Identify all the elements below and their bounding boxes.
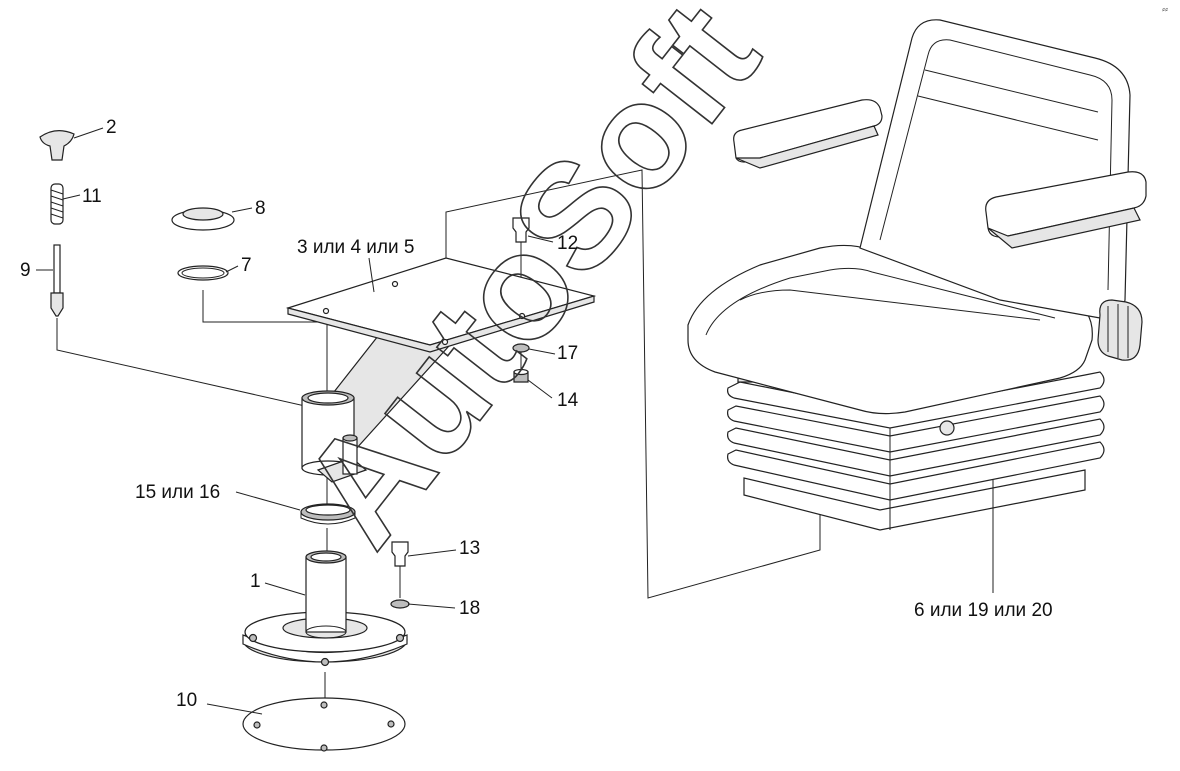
part-3-plate-bracket <box>285 257 597 483</box>
callout-3: 3 или 4 или 5 <box>297 237 414 258</box>
callout-6: 6 или 19 или 20 <box>914 600 1053 621</box>
part-1-column-base <box>242 550 408 667</box>
callout-7: 7 <box>241 255 252 276</box>
part-9-pin <box>50 244 64 317</box>
part-17-washer <box>512 343 530 353</box>
callout-10: 10 <box>176 690 197 711</box>
part-13-bolt <box>391 541 409 567</box>
part-7-snap-ring <box>177 265 229 281</box>
part-8-cap <box>171 207 235 231</box>
callout-labels: 2 11 9 8 7 3 или 4 или 5 12 17 14 15 или… <box>20 117 1053 711</box>
part-18-washer <box>390 599 410 609</box>
callout-15: 15 или 16 <box>135 482 220 503</box>
part-6-seat <box>687 19 1147 531</box>
leader-lines <box>36 127 994 715</box>
corner-mark: ⸗⸗ <box>1162 5 1168 15</box>
part-14-nut <box>513 368 529 383</box>
callout-12: 12 <box>557 233 578 254</box>
part-15-bushing <box>300 503 356 525</box>
callout-14: 14 <box>557 390 579 411</box>
watermark: AutoSoft <box>268 0 790 575</box>
callout-1: 1 <box>250 571 261 592</box>
callout-18: 18 <box>459 598 480 619</box>
callout-11: 11 <box>82 186 102 207</box>
callout-17: 17 <box>557 343 578 364</box>
part-11-spring <box>50 183 64 225</box>
part-12-bolt <box>512 217 530 243</box>
part-2-knob <box>39 130 75 161</box>
callout-9: 9 <box>20 260 31 281</box>
callout-13: 13 <box>459 538 480 559</box>
callout-2: 2 <box>106 117 117 138</box>
part-10-cover-plate <box>242 697 406 752</box>
callout-8: 8 <box>255 198 266 219</box>
